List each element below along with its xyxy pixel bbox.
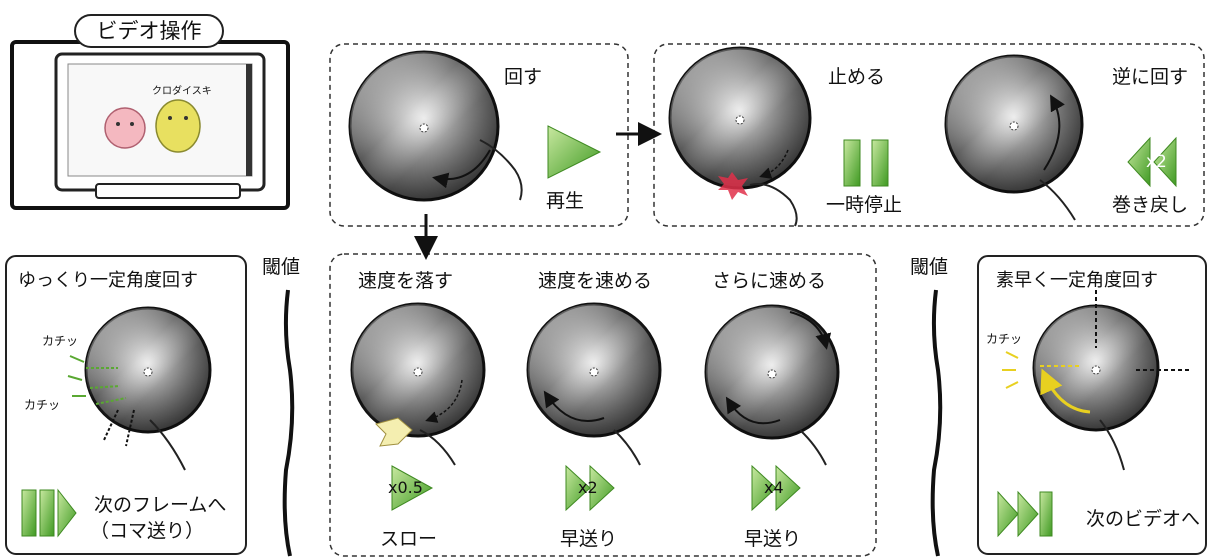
fast-speed: x2	[578, 478, 598, 497]
panel-speed	[329, 253, 877, 557]
hand-icon	[149, 419, 186, 471]
reverse-speed: x2	[1146, 152, 1167, 172]
fast-forward-icon	[565, 464, 615, 512]
slow-speed: x0.5	[388, 478, 423, 497]
tv-illustration	[10, 40, 290, 210]
next-video-icon	[997, 490, 1053, 538]
video-ops-title-badge: ビデオ操作	[74, 14, 224, 48]
panel-rotate	[329, 43, 629, 227]
hand-icon	[1039, 179, 1076, 221]
reverse-title: 逆に回す	[1112, 66, 1189, 88]
next-video-label: 次のビデオへ	[1086, 508, 1201, 530]
play-icon	[547, 125, 602, 179]
slow-play-icon	[391, 465, 434, 511]
rewind-icon	[1127, 136, 1177, 188]
threshold-label-right: 閾値	[910, 256, 949, 278]
frame-step-icon	[21, 488, 77, 538]
slow-step-title: ゆっくり一定角度回す	[18, 270, 198, 291]
stop-burst-icon	[718, 172, 748, 200]
dial-rotate	[348, 50, 523, 202]
threshold-label-left: 閾値	[262, 256, 301, 278]
click-sound-3: カチッ	[986, 332, 1023, 346]
faster-action: 早送り	[744, 528, 802, 550]
click-sound-1: カチッ	[42, 334, 79, 348]
video-ops-title: ビデオ操作	[96, 19, 202, 43]
faster-title: さらに速める	[712, 270, 827, 292]
slow-title: 速度を落す	[358, 270, 454, 292]
click-sound-lines-icon	[1002, 351, 1019, 389]
hand-icon	[799, 429, 827, 466]
rotate-action: 再生	[546, 190, 585, 212]
dial-frame-step	[67, 306, 212, 471]
dial-reverse	[944, 54, 1084, 221]
next-frame-label: 次のフレームへ	[94, 494, 227, 516]
threshold-line-left	[282, 289, 295, 557]
panel-slow-step	[5, 255, 247, 555]
panel-stop-reverse	[653, 43, 1205, 227]
dial-next-video	[1002, 290, 1190, 471]
panel-fast-step	[977, 255, 1207, 555]
dial-stop	[668, 46, 812, 227]
dial-slow	[350, 302, 486, 466]
rotate-title: 回す	[504, 66, 543, 88]
fast-action: 早送り	[560, 528, 618, 550]
hand-icon	[749, 183, 798, 227]
hand-icon	[613, 429, 641, 466]
click-sound-2: カチッ	[24, 398, 61, 412]
frame-step-label: （コマ送り）	[90, 520, 205, 542]
pink-character-icon	[104, 107, 146, 149]
fast-step-title: 素早く一定角度回す	[996, 270, 1158, 291]
pause-icon	[843, 139, 889, 187]
stop-action: 一時停止	[826, 194, 903, 216]
stop-title: 止める	[828, 66, 886, 88]
dial-faster	[704, 304, 840, 466]
slow-action: スロー	[380, 528, 438, 550]
fast-title: 速度を速める	[538, 270, 653, 292]
hand-icon	[419, 429, 456, 466]
friction-burst-icon	[375, 417, 413, 447]
hand-icon	[479, 139, 523, 201]
faster-speed: x4	[764, 478, 784, 497]
threshold-line-right	[930, 289, 943, 557]
click-sound-lines-icon	[67, 355, 86, 397]
character-label: クロダイスキ	[152, 86, 212, 97]
dial-fast	[526, 302, 662, 466]
hand-icon	[1099, 419, 1125, 471]
reverse-action: 巻き戻し	[1112, 194, 1189, 216]
yellow-character-icon	[155, 99, 201, 153]
faster-forward-icon	[751, 464, 801, 512]
